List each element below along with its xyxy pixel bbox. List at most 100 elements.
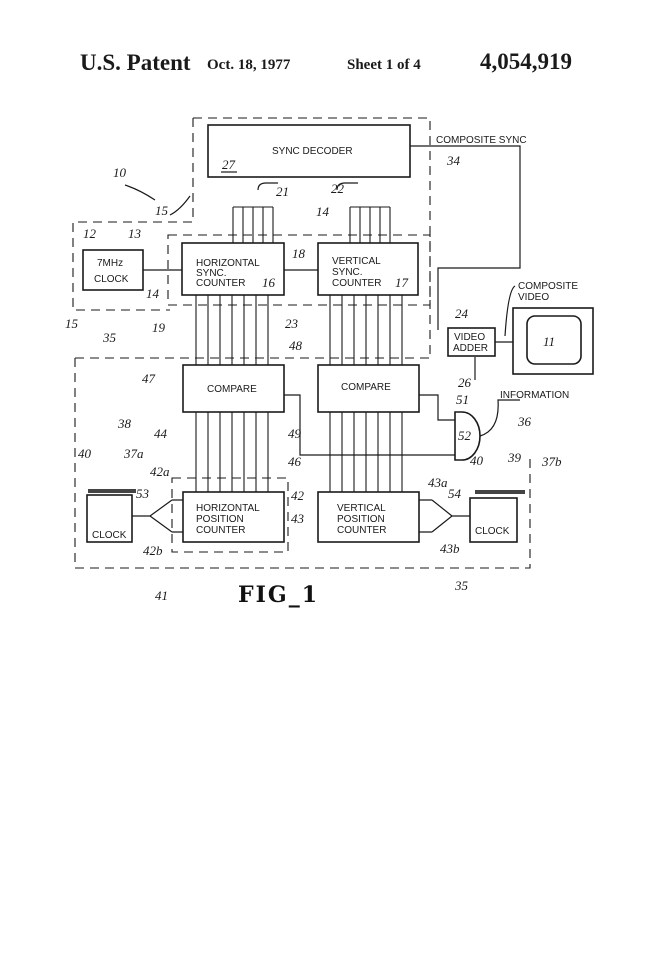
- bus-46: [329, 412, 403, 492]
- composite-video-line1: COMPOSITE: [518, 281, 578, 292]
- switch-54: [419, 499, 470, 533]
- vpos-line2: POSITION: [337, 514, 385, 525]
- ref-19: 19: [152, 320, 166, 335]
- vsync-line3: COUNTER: [332, 278, 381, 289]
- compare-right-output: [419, 394, 455, 421]
- patent-office-label: U.S. Patent: [80, 50, 191, 75]
- clock-7mhz-line1: 7MHz: [97, 258, 123, 269]
- hsync-line1: HORIZONTAL: [196, 258, 260, 269]
- enclosure-15: [72, 117, 431, 311]
- switch-53: [131, 499, 183, 533]
- information-label: INFORMATION: [500, 390, 569, 401]
- hsync-line2: SYNC.: [196, 268, 227, 279]
- vsync-line1: VERTICAL: [332, 256, 381, 267]
- video-adder-line2: ADDER: [453, 343, 488, 354]
- ref-16: 16: [262, 275, 276, 290]
- ref-15-bottom: 15: [65, 316, 79, 331]
- ref-15-top: 15: [155, 203, 169, 218]
- ref-17: 17: [395, 275, 409, 290]
- ref-37b: 37b: [541, 454, 562, 469]
- video-adder-block: [447, 327, 496, 357]
- ref-27: 27: [222, 157, 236, 172]
- bus-22: [349, 206, 391, 243]
- ref-44: 44: [154, 426, 168, 441]
- hpos-line2: POSITION: [196, 514, 244, 525]
- ref-12: 12: [83, 226, 97, 241]
- vpos-line1: VERTICAL: [337, 503, 386, 514]
- ref-42a: 42a: [150, 464, 170, 479]
- ref-41: 41: [155, 588, 168, 603]
- ref-54: 54: [448, 486, 462, 501]
- enclosure-35: [74, 300, 531, 569]
- ref-42b: 42b: [143, 543, 163, 558]
- ref-43a: 43a: [428, 475, 448, 490]
- patent-number: 4,054,919: [480, 49, 572, 74]
- bus-44: [195, 412, 269, 492]
- ref-26: 26: [458, 375, 472, 390]
- clock-right-label: CLOCK: [475, 526, 510, 537]
- video-adder-line1: VIDEO: [454, 332, 485, 343]
- hpos-line3: COUNTER: [196, 525, 245, 536]
- and-gate-52: [454, 411, 481, 461]
- composite-video-line2: VIDEO: [518, 292, 549, 303]
- bus-23: [329, 295, 403, 365]
- compare-right-label: COMPARE: [341, 382, 391, 393]
- ref-51: 51: [456, 392, 469, 407]
- switch-contact-38: [88, 489, 136, 493]
- clock-7mhz-block: [82, 249, 144, 291]
- ref-40-left: 40: [78, 446, 92, 461]
- clock-left-block: [86, 494, 133, 543]
- ref-35-bottom: 35: [454, 578, 469, 593]
- ref-35-top: 35: [102, 330, 117, 345]
- vsync-line2: SYNC.: [332, 267, 363, 278]
- sync-decoder-label: SYNC DECODER: [272, 146, 353, 157]
- ref-40-right: 40: [470, 453, 484, 468]
- patent-date: Oct. 18, 1977: [207, 57, 291, 73]
- ref-38: 38: [117, 416, 132, 431]
- enclosure-41: [171, 477, 289, 553]
- ref-21: 21: [276, 184, 289, 199]
- ref-53: 53: [136, 486, 150, 501]
- vertical-position-counter-block: [317, 491, 420, 543]
- ref-14-left: 14: [146, 286, 160, 301]
- ref-48: 48: [289, 338, 303, 353]
- compare-left-output: [284, 394, 455, 456]
- compare-right-block: [317, 364, 420, 413]
- ref-15-leader: [169, 195, 191, 216]
- ref-10: 10: [113, 165, 127, 180]
- clock-7mhz-line2: CLOCK: [94, 274, 129, 285]
- monitor-screen: [526, 315, 582, 365]
- composite-video-leader: [504, 285, 516, 337]
- vertical-sync-counter-block: [317, 242, 419, 296]
- ref-52: 52: [458, 428, 472, 443]
- ref-34: 34: [446, 153, 461, 168]
- hpos-line1: HORIZONTAL: [196, 503, 260, 514]
- ref-22: 22: [331, 181, 345, 196]
- vpos-line3: COUNTER: [337, 525, 386, 536]
- ref-42: 42: [291, 488, 305, 503]
- ref-47: 47: [142, 371, 156, 386]
- ref-43: 43: [291, 511, 305, 526]
- sheet-number: Sheet 1 of 4: [347, 57, 421, 73]
- composite-sync-label: COMPOSITE SYNC: [436, 135, 527, 146]
- bus-21-brace: [257, 182, 278, 191]
- ref-46: 46: [288, 454, 302, 469]
- enclosure-14: [167, 234, 431, 306]
- bus-21: [232, 206, 274, 243]
- ref-37a: 37a: [123, 446, 144, 461]
- composite-sync-line: [410, 145, 521, 330]
- bus-22-brace: [336, 182, 358, 191]
- information-line: [479, 399, 520, 437]
- compare-left-block: [182, 364, 285, 413]
- horizontal-sync-counter-block: [181, 242, 285, 296]
- ref-14: 14: [316, 204, 330, 219]
- ref-43b: 43b: [440, 541, 460, 556]
- ref-11: 11: [543, 334, 555, 349]
- clock-left-label: CLOCK: [92, 530, 127, 541]
- ref-24: 24: [455, 306, 469, 321]
- ref-10-leader: [124, 184, 156, 201]
- ref-36: 36: [517, 414, 532, 429]
- clock-right-block: [469, 497, 518, 543]
- switch-contact-39: [475, 490, 525, 494]
